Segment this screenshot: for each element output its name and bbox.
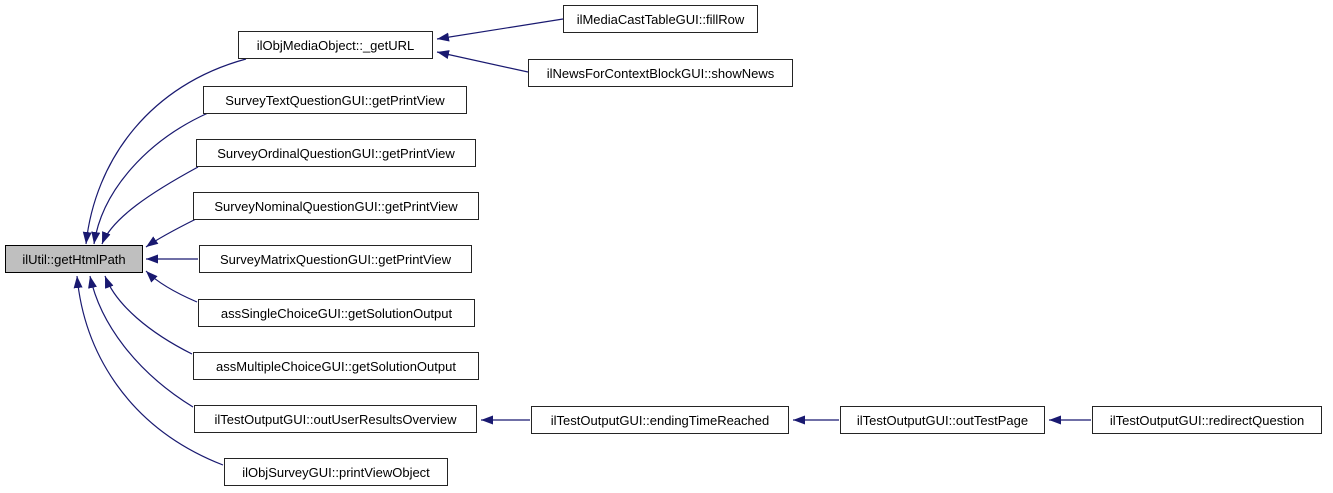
edge-surveytext-to-main [91,112,209,245]
graph-node-label: SurveyMatrixQuestionGUI::getPrintView [220,251,451,267]
graph-node-label: assSingleChoiceGUI::getSolutionOutput [220,305,453,321]
graph-node-endingtime[interactable]: ilTestOutputGUI::endingTimeReached [531,406,789,434]
graph-node-geturl[interactable]: ilObjMediaObject::_getURL [238,31,433,59]
graph-node-outtestpage[interactable]: ilTestOutputGUI::outTestPage [840,406,1045,434]
graph-node-label: SurveyNominalQuestionGUI::getPrintView [214,198,458,214]
graph-node-fillrow[interactable]: ilMediaCastTableGUI::fillRow [563,5,758,33]
graph-node-label: ilMediaCastTableGUI::fillRow [576,11,745,27]
graph-node-printview[interactable]: ilObjSurveyGUI::printViewObject [224,458,448,486]
edge-fillrow-to-geturl [436,18,564,42]
graph-node-label: ilNewsForContextBlockGUI::showNews [546,65,775,81]
graph-node-label: SurveyOrdinalQuestionGUI::getPrintView [217,145,455,161]
graph-node-label: ilTestOutputGUI::outUserResultsOverview [214,411,457,427]
edge-assmultiple-to-main [104,275,193,355]
graph-node-surveytext[interactable]: SurveyTextQuestionGUI::getPrintView [203,86,467,114]
edge-shownews-to-geturl [436,50,529,73]
graph-node-surveymatrix[interactable]: SurveyMatrixQuestionGUI::getPrintView [199,245,472,273]
graph-node-label: assMultipleChoiceGUI::getSolutionOutput [216,358,456,374]
graph-node-label: ilTestOutputGUI::outTestPage [856,412,1029,428]
graph-node-label: ilUtil::getHtmlPath [22,251,126,267]
edge-outuserresults-to-main [88,275,194,408]
graph-node-label: ilTestOutputGUI::endingTimeReached [550,412,770,428]
edge-asssingle-to-main [145,270,198,303]
graph-node-assmultiple[interactable]: assMultipleChoiceGUI::getSolutionOutput [193,352,479,380]
graph-node-surveyordinal[interactable]: SurveyOrdinalQuestionGUI::getPrintView [196,139,476,167]
graph-node-asssingle[interactable]: assSingleChoiceGUI::getSolutionOutput [198,299,475,327]
edge-surveyordinal-to-main [101,166,199,245]
graph-node-main: ilUtil::getHtmlPath [5,245,143,273]
graph-node-label: ilTestOutputGUI::redirectQuestion [1109,412,1305,428]
graph-node-redirect[interactable]: ilTestOutputGUI::redirectQuestion [1092,406,1322,434]
graph-node-label: SurveyTextQuestionGUI::getPrintView [225,92,445,108]
graph-node-label: ilObjSurveyGUI::printViewObject [242,464,430,480]
graph-node-surveynominal[interactable]: SurveyNominalQuestionGUI::getPrintView [193,192,479,220]
graph-node-shownews[interactable]: ilNewsForContextBlockGUI::showNews [528,59,793,87]
edge-surveynominal-to-main [145,218,197,248]
graph-node-label: ilObjMediaObject::_getURL [256,37,415,53]
graph-node-outuserresults[interactable]: ilTestOutputGUI::outUserResultsOverview [194,405,477,433]
